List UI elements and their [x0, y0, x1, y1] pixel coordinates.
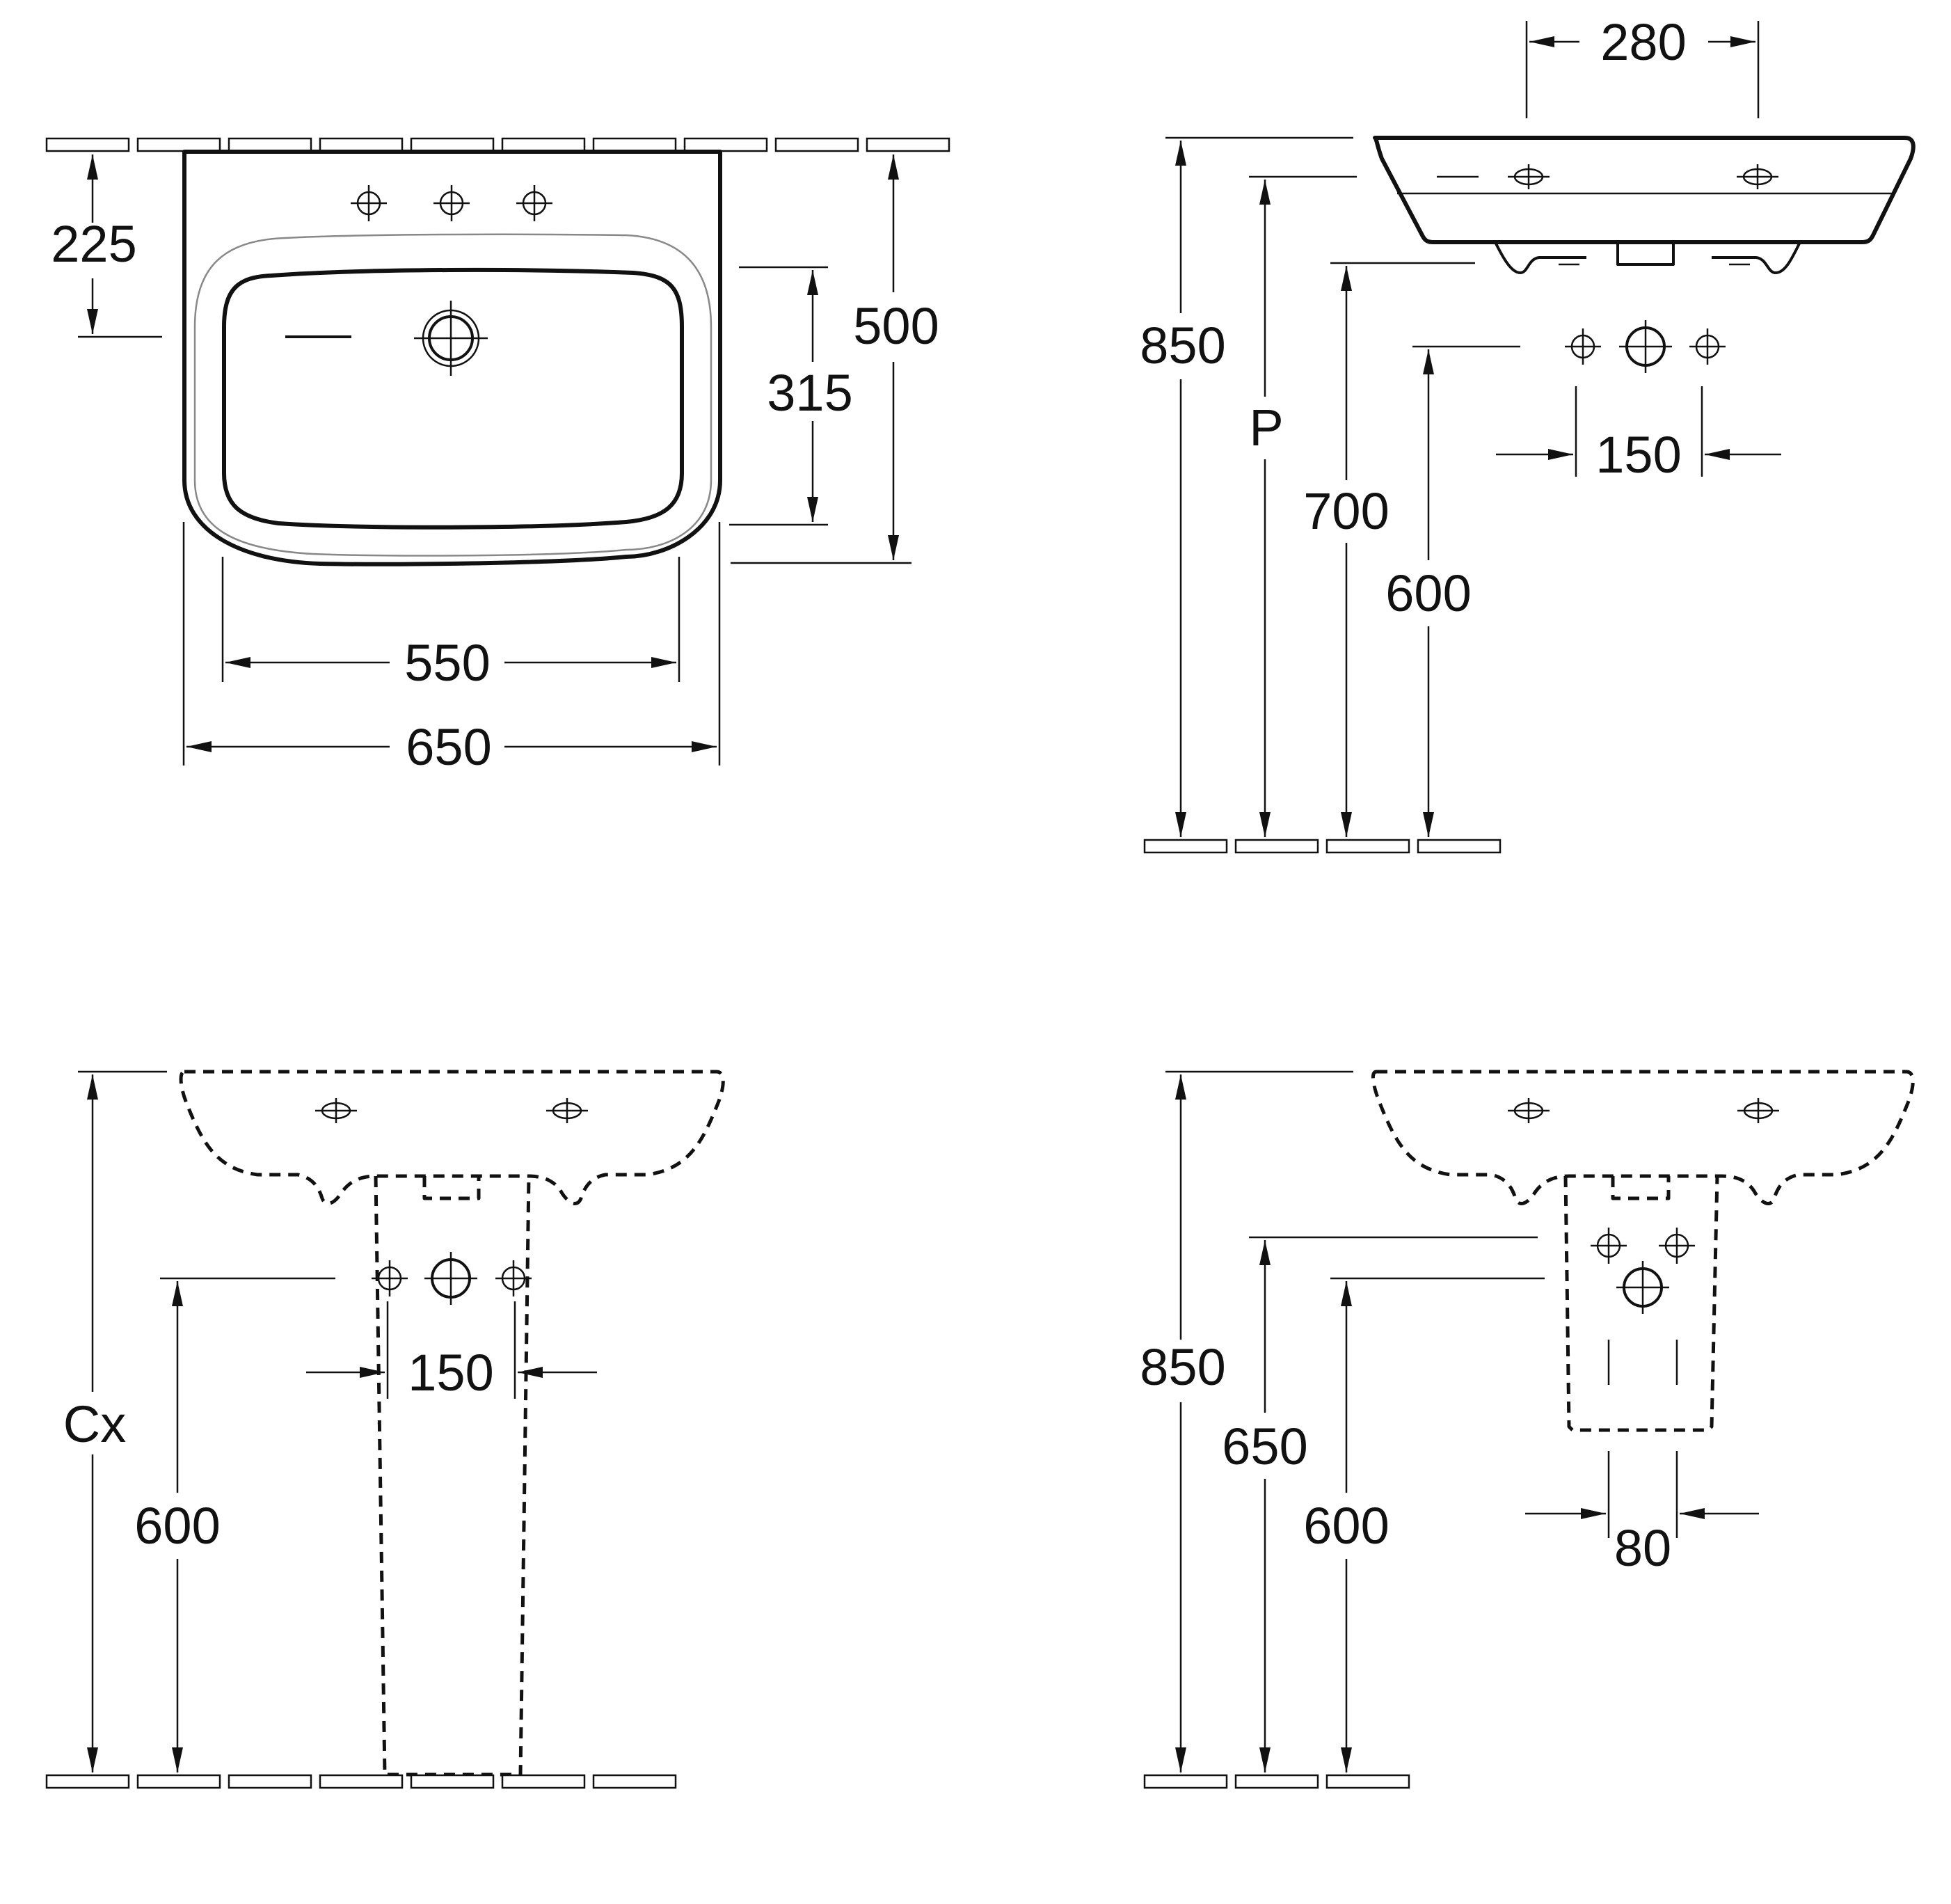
semi-pedestal-trap-dashed: [1611, 1176, 1671, 1200]
waste-outlet-icon: [1615, 1260, 1671, 1315]
pedestal-view: Cx 600 150: [45, 1070, 725, 1789]
basin-outline-dashed: [1371, 1070, 1915, 1205]
dim-label-rim-height: 850: [1140, 317, 1225, 374]
dim-label-bowl-width: 550: [404, 634, 490, 692]
dim-tap-spacing: [306, 1301, 597, 1399]
dim-label-mount-depth: 225: [51, 215, 136, 273]
floor-tiles: [45, 1774, 677, 1789]
dim-label-supply-height: 600: [1385, 564, 1471, 622]
dim-label-adjustable: P: [1249, 399, 1283, 457]
bracket-left: [1495, 243, 1586, 274]
dim-tap-spacing: [1496, 386, 1781, 477]
dim-bracket-height: [1330, 262, 1475, 837]
dim-label-bracket-height: 700: [1303, 482, 1389, 540]
dim-label-bowl-depth: 315: [767, 364, 852, 422]
dim-label-pedestal-height: Cx: [63, 1395, 126, 1453]
dim-supply-height: [160, 1277, 335, 1772]
dim-label-rim-height: 850: [1140, 1338, 1225, 1396]
dim-label-outlet-spacing: 80: [1614, 1519, 1671, 1577]
bowl-outline: [222, 267, 684, 530]
dim-lower-height: [1330, 1277, 1545, 1772]
tap-hole-right-icon: [515, 184, 554, 223]
pedestal-column-dashed: [374, 1175, 531, 1777]
dim-adjustable: [1249, 175, 1357, 837]
fixing-hole-right-icon: [545, 1097, 589, 1125]
wall-tiles: [45, 137, 950, 152]
drain-outlet: [1616, 244, 1675, 266]
side-view: 280 850 P 700: [1140, 13, 1916, 854]
dim-rim-height: [1165, 1070, 1353, 1772]
dim-upper-height: [1249, 1236, 1538, 1772]
dim-label-supply-height: 600: [134, 1497, 220, 1555]
dim-label-lower-height: 600: [1303, 1497, 1389, 1555]
floor-tiles: [1143, 1774, 1410, 1789]
dim-mount-depth: [78, 154, 162, 338]
waste-outlet-icon: [1618, 319, 1673, 374]
dim-rim-height: [1165, 136, 1353, 837]
pedestal-trap-dashed: [422, 1176, 481, 1200]
dim-label-projection: 280: [1600, 13, 1686, 71]
dim-pedestal-height: [78, 1070, 167, 1772]
fixing-hole-left-icon: [1506, 163, 1551, 191]
waste-outlet-icon: [423, 1251, 479, 1306]
dim-label-overall-depth: 500: [853, 297, 939, 355]
semi-pedestal-view: 850 650 600 80: [1140, 1070, 1915, 1789]
dim-label-tap-spacing: 150: [408, 1344, 493, 1402]
tap-hole-center-icon: [432, 184, 471, 223]
basin-side-profile: [1373, 136, 1916, 244]
floor-tiles: [1143, 839, 1502, 854]
drain-icon: [414, 301, 488, 376]
dim-bowl-width: [221, 557, 680, 682]
rim-detail-line: [193, 233, 712, 557]
semi-pedestal-cover-dashed: [1563, 1175, 1719, 1432]
dim-bowl-depth: [729, 266, 828, 526]
fixing-hole-left-icon: [314, 1097, 358, 1125]
basin-outline: [182, 150, 722, 566]
fixing-hole-left-icon: [1506, 1097, 1551, 1125]
supply-left-icon: [1563, 327, 1602, 366]
fixing-hole-right-icon: [1736, 1097, 1781, 1125]
top-view: 225 315 500 550: [45, 137, 950, 776]
supply-right-icon: [1688, 327, 1727, 366]
fixing-hole-right-icon: [1735, 163, 1780, 191]
basin-outline-dashed: [179, 1070, 725, 1205]
dim-outlet-spacing: [1525, 1508, 1759, 1519]
dim-label-overall-width: 650: [406, 718, 491, 776]
tap-hole-left-icon: [349, 184, 388, 223]
dim-label-upper-height: 650: [1222, 1418, 1307, 1475]
dim-overall-width: [182, 522, 721, 765]
supply-left-icon: [1589, 1226, 1628, 1265]
supply-right-icon: [1657, 1226, 1696, 1265]
dim-label-tap-spacing: 150: [1595, 426, 1681, 484]
dim-overall-depth: [731, 154, 911, 564]
dim-projection: [1525, 21, 1760, 118]
bracket-right: [1712, 243, 1801, 274]
dim-supply-height: [1412, 345, 1520, 837]
